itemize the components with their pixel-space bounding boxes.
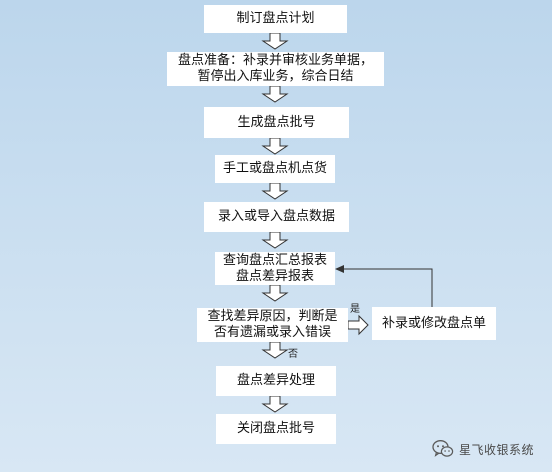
step-find-cause-decision: 查找差异原因，判断是 否有遗漏或录入错误 xyxy=(197,308,348,342)
step-input-data-text: 录入或导入盘点数据 xyxy=(218,209,335,225)
step-make-plan: 制订盘点计划 xyxy=(204,5,347,33)
step-make-plan-text: 制订盘点计划 xyxy=(236,11,314,27)
step-count-goods-text: 手工或盘点机点货 xyxy=(223,161,327,177)
step-find-cause-decision-line-2: 否有遗漏或录入错误 xyxy=(213,325,331,340)
step-find-cause-decision-text: 查找差异原因，判断是 否有遗漏或录入错误 xyxy=(207,309,337,341)
step-close-batch-text: 关闭盘点批号 xyxy=(237,421,315,437)
step-make-plan-line-1: 制订盘点计划 xyxy=(236,11,315,26)
step-close-batch-line-1: 关闭盘点批号 xyxy=(236,421,315,436)
step-handle-difference: 盘点差异处理 xyxy=(216,366,336,396)
step-handle-difference-line-1: 盘点差异处理 xyxy=(236,373,315,388)
step-handle-difference-text: 盘点差异处理 xyxy=(237,373,315,389)
feedback-line xyxy=(342,268,433,307)
step-input-data-line-1: 录入或导入盘点数据 xyxy=(217,209,335,224)
step-generate-batch: 生成盘点批号 xyxy=(204,107,349,138)
step-generate-batch-text: 生成盘点批号 xyxy=(237,115,315,131)
step-preparation-line-1: 盘点准备：补录并审核业务单据， xyxy=(177,53,373,68)
watermark: 星飞收银系统 xyxy=(432,437,534,461)
down-arrow-8 xyxy=(261,395,289,413)
down-arrow-7 xyxy=(261,341,289,359)
down-arrow-5 xyxy=(261,231,289,249)
step-count-goods-line-1: 手工或盘点机点货 xyxy=(222,161,327,176)
step-preparation: 盘点准备：补录并审核业务单据， 暂停出入库业务，综合日结 xyxy=(167,52,384,86)
step-supplement-modify: 补录或修改盘点单 xyxy=(372,307,496,340)
step-preparation-line-2: 暂停出入库业务，综合日结 xyxy=(197,69,354,84)
down-arrow-6 xyxy=(261,284,289,302)
step-query-reports-text: 查询盘点汇总报表 盘点差异报表 xyxy=(223,253,327,285)
step-query-reports-line-1: 查询盘点汇总报表 xyxy=(222,252,327,268)
wechat-icon xyxy=(432,440,454,457)
step-find-cause-decision-line-1: 查找差异原因，判断是 xyxy=(207,309,338,324)
down-arrow-4 xyxy=(261,182,289,200)
down-arrow-3 xyxy=(261,137,289,155)
feedback-arrowhead xyxy=(335,265,344,273)
step-preparation-text: 盘点准备：补录并审核业务单据， 暂停出入库业务，综合日结 xyxy=(178,53,373,85)
down-arrow-1 xyxy=(261,32,289,50)
step-count-goods: 手工或盘点机点货 xyxy=(215,155,335,183)
branch-label-no: 否 xyxy=(288,349,298,360)
step-close-batch: 关闭盘点批号 xyxy=(216,414,336,444)
watermark-text: 星飞收银系统 xyxy=(459,442,535,457)
step-input-data: 录入或导入盘点数据 xyxy=(204,202,349,232)
step-query-reports-line-2: 盘点差异报表 xyxy=(235,268,314,284)
right-arrow-yes xyxy=(347,314,369,336)
step-query-reports: 查询盘点汇总报表 盘点差异报表 xyxy=(215,252,335,285)
down-arrow-2 xyxy=(261,85,289,103)
branch-label-yes: 是 xyxy=(350,304,360,315)
step-supplement-modify-text: 补录或修改盘点单 xyxy=(382,316,486,332)
step-generate-batch-line-1: 生成盘点批号 xyxy=(237,114,316,130)
step-supplement-modify-line-1: 补录或修改盘点单 xyxy=(381,315,486,331)
